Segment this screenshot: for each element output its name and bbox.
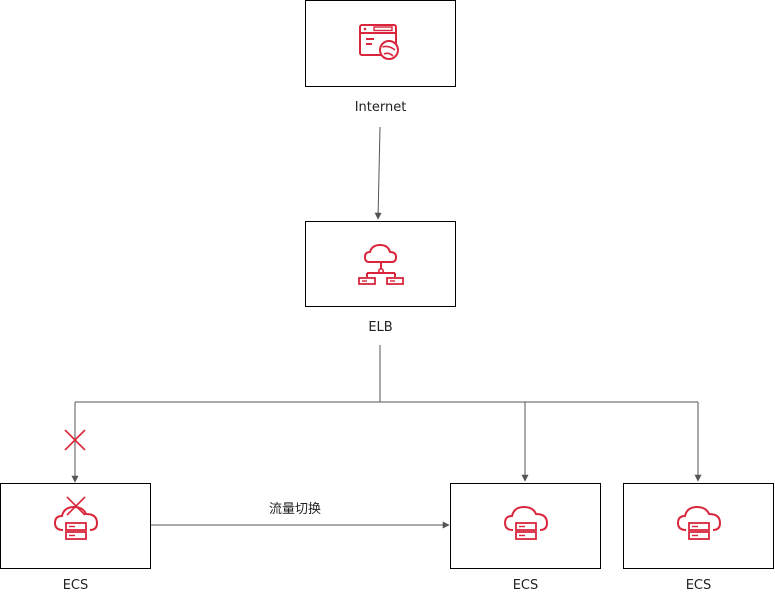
ecs-2-label: ECS	[512, 578, 539, 593]
web-browser-icon	[359, 24, 399, 60]
internet-label: Internet	[354, 100, 407, 115]
ecs-node-2	[450, 483, 601, 569]
elb-label: ELB	[368, 320, 393, 335]
failure-x-icon	[66, 496, 86, 516]
cloud-server-icon	[503, 505, 549, 540]
ecs-node-3	[623, 483, 774, 569]
edge-internet-elb	[374, 126, 382, 220]
internet-node	[305, 0, 456, 87]
blocked-connection-icon	[64, 429, 86, 451]
ecs-node-1	[0, 483, 151, 569]
cloud-network-icon	[358, 243, 404, 285]
cloud-server-icon	[676, 505, 722, 540]
traffic-switch-label: 流量切换	[268, 502, 321, 517]
ecs-3-label: ECS	[685, 578, 712, 593]
ecs-1-label: ECS	[62, 578, 89, 593]
elb-node	[305, 221, 456, 307]
